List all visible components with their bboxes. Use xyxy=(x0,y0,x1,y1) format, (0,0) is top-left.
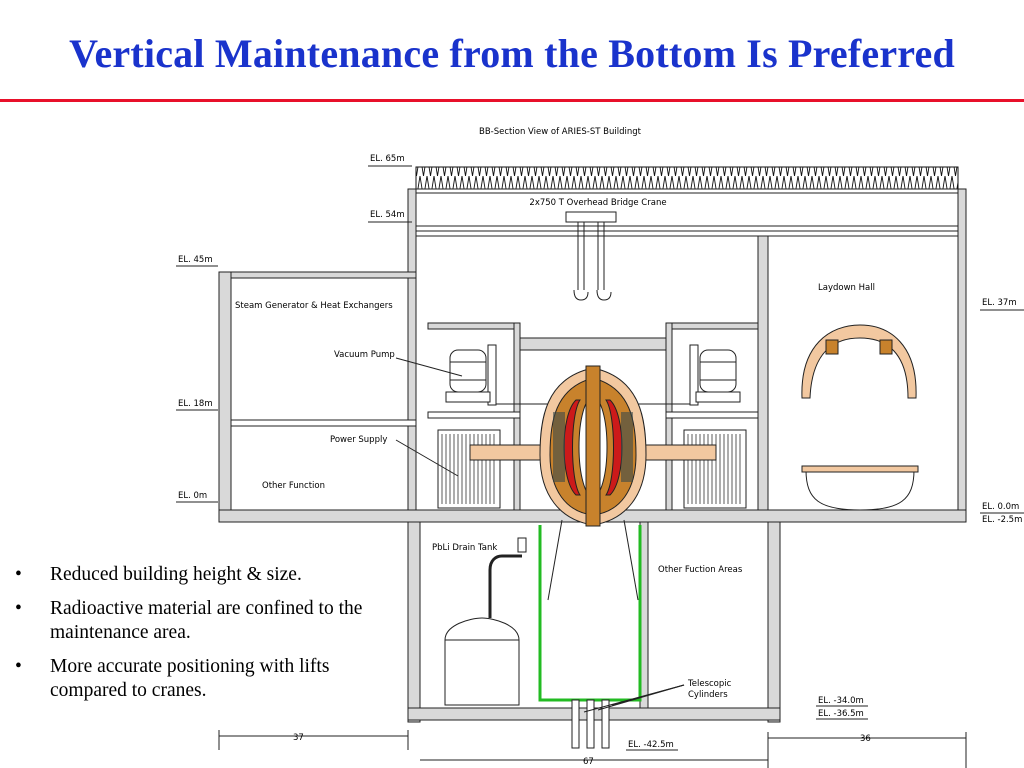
svg-text:37: 37 xyxy=(293,733,304,743)
elevation-el0-right: EL. 0.0m EL. -2.5m xyxy=(980,502,1024,525)
elevation-el0: EL. 0m xyxy=(176,491,218,503)
svg-text:EL. -42.5m: EL. -42.5m xyxy=(628,740,674,750)
label-power-supply: Power Supply xyxy=(330,435,387,445)
laydown-upper-component xyxy=(801,324,917,399)
svg-text:EL. 0.0m: EL. 0.0m xyxy=(982,502,1019,512)
title-underline xyxy=(0,99,1024,102)
bullet-text: More accurate positioning with lifts com… xyxy=(50,656,330,701)
elevation-el-34: EL. -34.0m xyxy=(816,696,868,707)
building-section-drawing: BB-Section View of ARIES-ST Buildingt 2x… xyxy=(176,127,1024,768)
svg-text:EL. -34.0m: EL. -34.0m xyxy=(818,696,864,706)
label-other-function-areas: Other Fuction Areas xyxy=(658,565,743,575)
annex-roof xyxy=(218,271,417,279)
svg-text:EL. 18m: EL. 18m xyxy=(178,399,213,409)
drawing-caption: BB-Section View of ARIES-ST Buildingt xyxy=(479,127,642,137)
dimension-67: 67 xyxy=(420,757,768,767)
power-supply-left xyxy=(437,429,501,509)
bullet-glyph: • xyxy=(15,598,22,619)
elevation-el45: EL. 45m xyxy=(176,255,218,267)
reactor-core xyxy=(469,365,717,527)
roof-truss xyxy=(415,166,959,190)
pit-wall-left xyxy=(407,521,421,723)
label-steam-generator: Steam Generator & Heat Exchangers xyxy=(235,301,393,311)
wall-central-left xyxy=(407,188,417,520)
reactor-cell-roof xyxy=(519,337,667,351)
crane-hook-icon xyxy=(596,289,612,301)
bullet-item: • Reduced building height & size. xyxy=(10,563,410,587)
bullet-text: Radioactive material are confined to the… xyxy=(50,598,363,643)
svg-text:EL. 65m: EL. 65m xyxy=(370,154,405,164)
label-vacuum-pump: Vacuum Pump xyxy=(334,350,395,360)
wall-right-outer xyxy=(957,188,967,520)
label-laydown-hall: Laydown Hall xyxy=(818,283,875,293)
telescopic-cylinder xyxy=(571,699,580,749)
elevation-el-42-5: EL. -42.5m xyxy=(626,740,678,751)
elevation-el-36-5: EL. -36.5m xyxy=(816,709,868,720)
roof-slab xyxy=(415,188,959,194)
svg-text:67: 67 xyxy=(583,757,594,767)
dimension-37: 37 xyxy=(218,730,409,750)
svg-text:EL. -36.5m: EL. -36.5m xyxy=(818,709,864,719)
crane-trolley xyxy=(565,211,617,223)
bullet-glyph: • xyxy=(15,656,22,677)
bullet-glyph: • xyxy=(15,564,22,585)
slide-title: Vertical Maintenance from the Bottom Is … xyxy=(69,31,955,76)
inner-slab-left xyxy=(427,322,521,330)
label-pbli-drain-tank: PbLi Drain Tank xyxy=(432,543,497,553)
crane-hook-icon xyxy=(573,289,589,301)
svg-text:EL. 54m: EL. 54m xyxy=(370,210,405,220)
pbli-drain-tank xyxy=(444,537,527,706)
bullet-item: • Radioactive material are confined to th… xyxy=(10,597,410,645)
crane-label: 2x750 T Overhead Bridge Crane xyxy=(529,198,666,208)
svg-text:EL. 37m: EL. 37m xyxy=(982,298,1017,308)
annex-floor xyxy=(230,419,417,427)
label-other-function: Other Function xyxy=(262,481,325,491)
pit-wall-right xyxy=(767,521,781,723)
elevation-el18: EL. 18m xyxy=(176,399,218,411)
shield-liner xyxy=(538,525,642,702)
bullet-list: • Reduced building height & size. • Radioa… xyxy=(10,563,410,713)
bullet-item: • More accurate positioning with lifts co… xyxy=(10,655,410,703)
telescopic-cylinder xyxy=(601,699,610,749)
svg-text:36: 36 xyxy=(860,734,871,744)
laydown-lower-component xyxy=(801,465,919,511)
power-supply-right xyxy=(683,429,747,509)
telescopic-cylinder xyxy=(586,699,595,749)
annex-wall xyxy=(218,271,232,521)
dimension-36: 36 xyxy=(767,732,967,768)
svg-text:EL. -2.5m: EL. -2.5m xyxy=(982,515,1022,525)
elevation-el65: EL. 65m xyxy=(368,154,412,167)
svg-text:EL. 45m: EL. 45m xyxy=(178,255,213,265)
vacuum-pump-right xyxy=(689,344,741,406)
label-cylinders: Cylinders xyxy=(688,690,728,700)
elevation-el37: EL. 37m xyxy=(980,298,1024,311)
bullet-text: Reduced building height & size. xyxy=(50,564,302,585)
elevation-el54: EL. 54m xyxy=(368,210,412,223)
label-telescopic: Telescopic xyxy=(687,679,732,689)
svg-text:EL. 0m: EL. 0m xyxy=(178,491,207,501)
wall-laydown xyxy=(757,225,769,520)
vacuum-pump-left xyxy=(445,344,497,406)
inner-slab-right xyxy=(665,322,759,330)
